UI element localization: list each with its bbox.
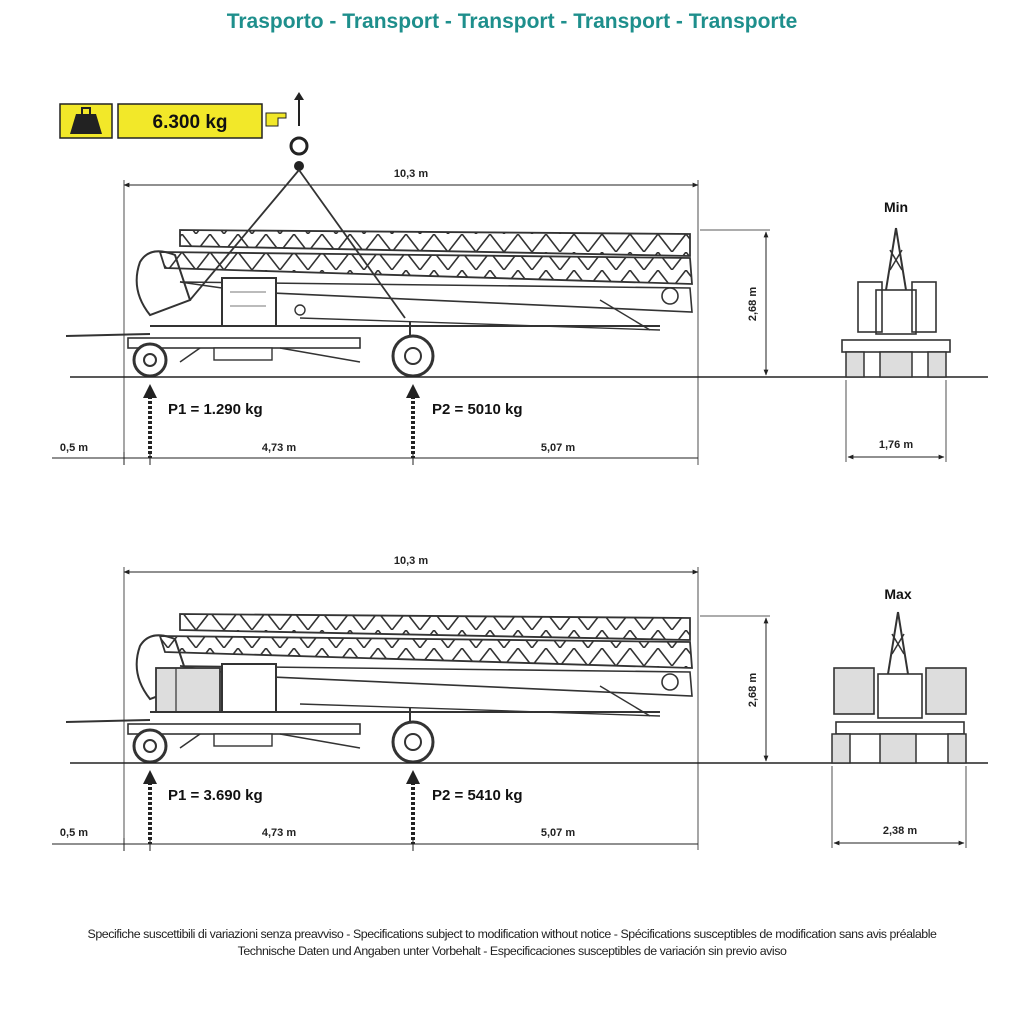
- p1-load-label: P1 = 3.690 kg: [168, 787, 263, 804]
- track-width-label: 2,38 m: [883, 825, 917, 837]
- height-label: 2,68 m: [747, 673, 759, 707]
- p1-load-arrow: [143, 770, 157, 844]
- front-axle-wheel: [132, 728, 168, 764]
- front-overhang-label: 0,5 m: [60, 442, 88, 454]
- axle-distance-label: 4,73 m: [262, 827, 296, 839]
- weight-icon: [70, 107, 102, 134]
- lift-weight-badge: 6.300 kg: [59, 92, 309, 171]
- config-min: 10,3 m: [52, 168, 988, 465]
- axle-distance-label: 4,73 m: [262, 442, 296, 454]
- hook-icon: [289, 92, 309, 171]
- p2-load-arrow: [406, 770, 420, 844]
- disclaimer-line-2: Technische Daten und Angaben unter Vorbe…: [237, 944, 787, 958]
- crane-side-view: [65, 229, 693, 363]
- config-max: 10,3 m: [52, 555, 988, 851]
- p1-load-label: P1 = 1.290 kg: [168, 401, 263, 418]
- pointing-hand-icon: [265, 112, 287, 127]
- overall-length-label: 10,3 m: [394, 555, 428, 567]
- disclaimer-footer: Specifiche suscettibili di variazioni se…: [0, 926, 1024, 960]
- lift-weight-value: 6.300 kg: [153, 112, 228, 133]
- p1-load-arrow: [143, 384, 157, 458]
- height-label: 2,68 m: [747, 287, 759, 321]
- rear-overhang-label: 5,07 m: [541, 442, 575, 454]
- disclaimer-line-1: Specifiche suscettibili di variazioni se…: [87, 927, 937, 941]
- crane-front-view: [841, 227, 951, 378]
- crane-side-view: [65, 613, 693, 749]
- crane-front-view: [831, 611, 967, 764]
- overall-length-label: 10,3 m: [394, 168, 428, 180]
- weight-value-box: [117, 103, 263, 139]
- rear-axle-wheel: [391, 720, 435, 764]
- view-label: Max: [884, 586, 911, 602]
- front-axle-wheel: [132, 342, 168, 378]
- p2-load-label: P2 = 5410 kg: [432, 787, 522, 804]
- p2-load-label: P2 = 5010 kg: [432, 401, 522, 418]
- page-title: Trasporto - Transport - Transport - Tran…: [226, 10, 798, 33]
- track-width-label: 1,76 m: [879, 439, 913, 451]
- p2-load-arrow: [406, 384, 420, 458]
- rear-overhang-label: 5,07 m: [541, 827, 575, 839]
- rear-axle-wheel: [391, 334, 435, 378]
- front-overhang-label: 0,5 m: [60, 827, 88, 839]
- view-label: Min: [884, 199, 908, 215]
